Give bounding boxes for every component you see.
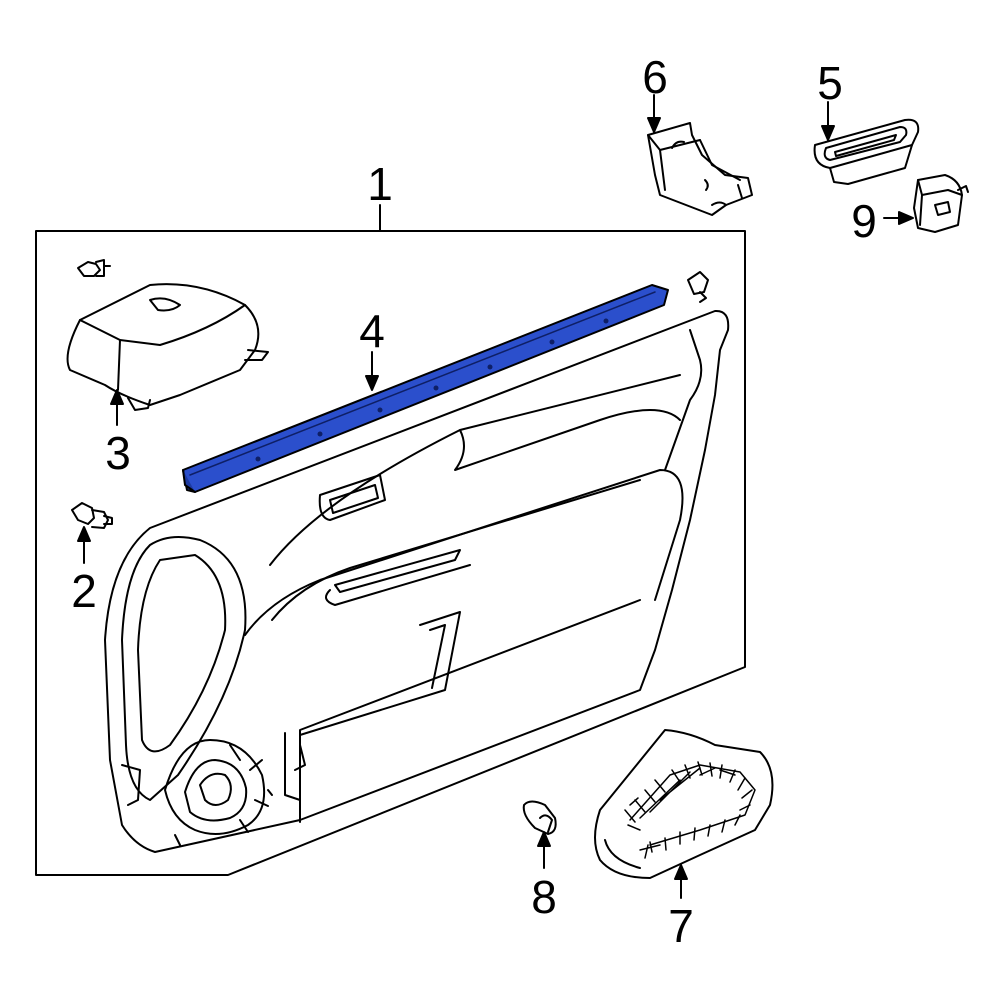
door-trim-panel [104, 309, 730, 853]
belt-weatherstrip [182, 284, 669, 493]
panel-clip-top [687, 271, 709, 303]
arrowhead-9 [898, 211, 914, 225]
insulator-pad [594, 729, 774, 879]
window-switch [913, 174, 969, 233]
callout-9: 9 [851, 195, 877, 247]
arrowhead-4 [365, 375, 379, 391]
arrowhead-7 [674, 864, 688, 880]
callout-5: 5 [817, 57, 843, 109]
callout-4: 4 [359, 305, 385, 357]
callout-2: 2 [71, 565, 97, 617]
callout-8: 8 [531, 871, 557, 923]
switch-bezel [813, 118, 920, 185]
assembly-boundary [35, 230, 746, 876]
trim-clip [71, 502, 113, 529]
callout-7: 7 [668, 900, 694, 952]
arrowhead-5 [821, 125, 835, 141]
mirror-cover [66, 283, 269, 411]
arrowhead-8 [537, 831, 551, 847]
clip-cap [522, 800, 557, 835]
arrowhead-3 [110, 389, 124, 405]
callout-3: 3 [105, 427, 131, 479]
callout-1: 1 [367, 158, 393, 210]
arrowhead-6 [647, 117, 661, 133]
bracket [647, 122, 753, 216]
callout-6: 6 [642, 51, 668, 103]
cover-clip [77, 259, 111, 277]
arrowhead-2 [77, 526, 91, 542]
